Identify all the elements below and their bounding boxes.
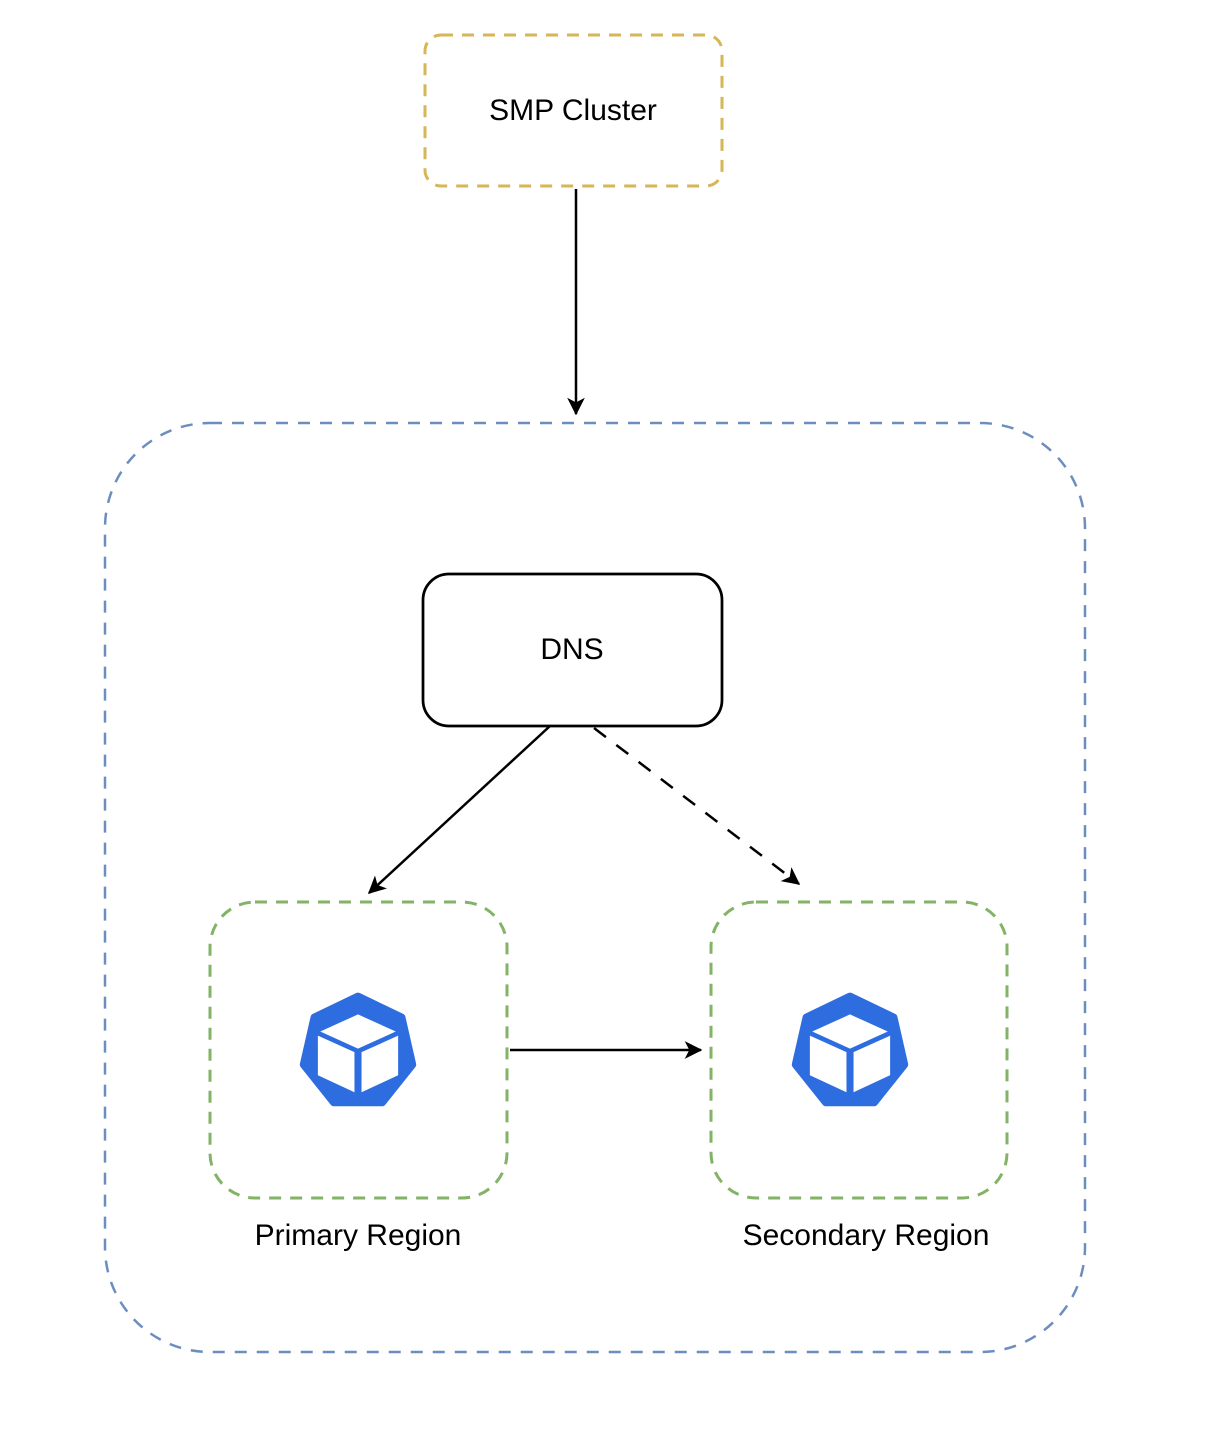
- secondary-region-icon-container: [791, 992, 909, 1110]
- primary-region-icon-container: [299, 992, 417, 1110]
- smp-cluster-label: SMP Cluster: [489, 94, 657, 127]
- multi-region-container-box: [103, 421, 1087, 1354]
- edge-dns-to-primary: [367, 725, 551, 894]
- primary-region-label: Primary Region: [254, 1219, 462, 1252]
- edge-dns-to-secondary: [593, 727, 801, 885]
- kubernetes-pod-icon: [299, 992, 417, 1107]
- cube-left-face: [809, 1035, 847, 1093]
- cube-right-face: [361, 1035, 399, 1093]
- dns-box: [421, 572, 724, 728]
- secondary-region-label: Secondary Region: [742, 1219, 990, 1252]
- kubernetes-pod-icon: [791, 992, 909, 1107]
- smp-cluster-box: [423, 33, 724, 188]
- cube-left-face: [317, 1035, 355, 1093]
- cube-top-face: [320, 1014, 396, 1049]
- cube-top-face: [812, 1014, 888, 1049]
- cube-right-face: [853, 1035, 891, 1093]
- dns-label: DNS: [540, 633, 604, 666]
